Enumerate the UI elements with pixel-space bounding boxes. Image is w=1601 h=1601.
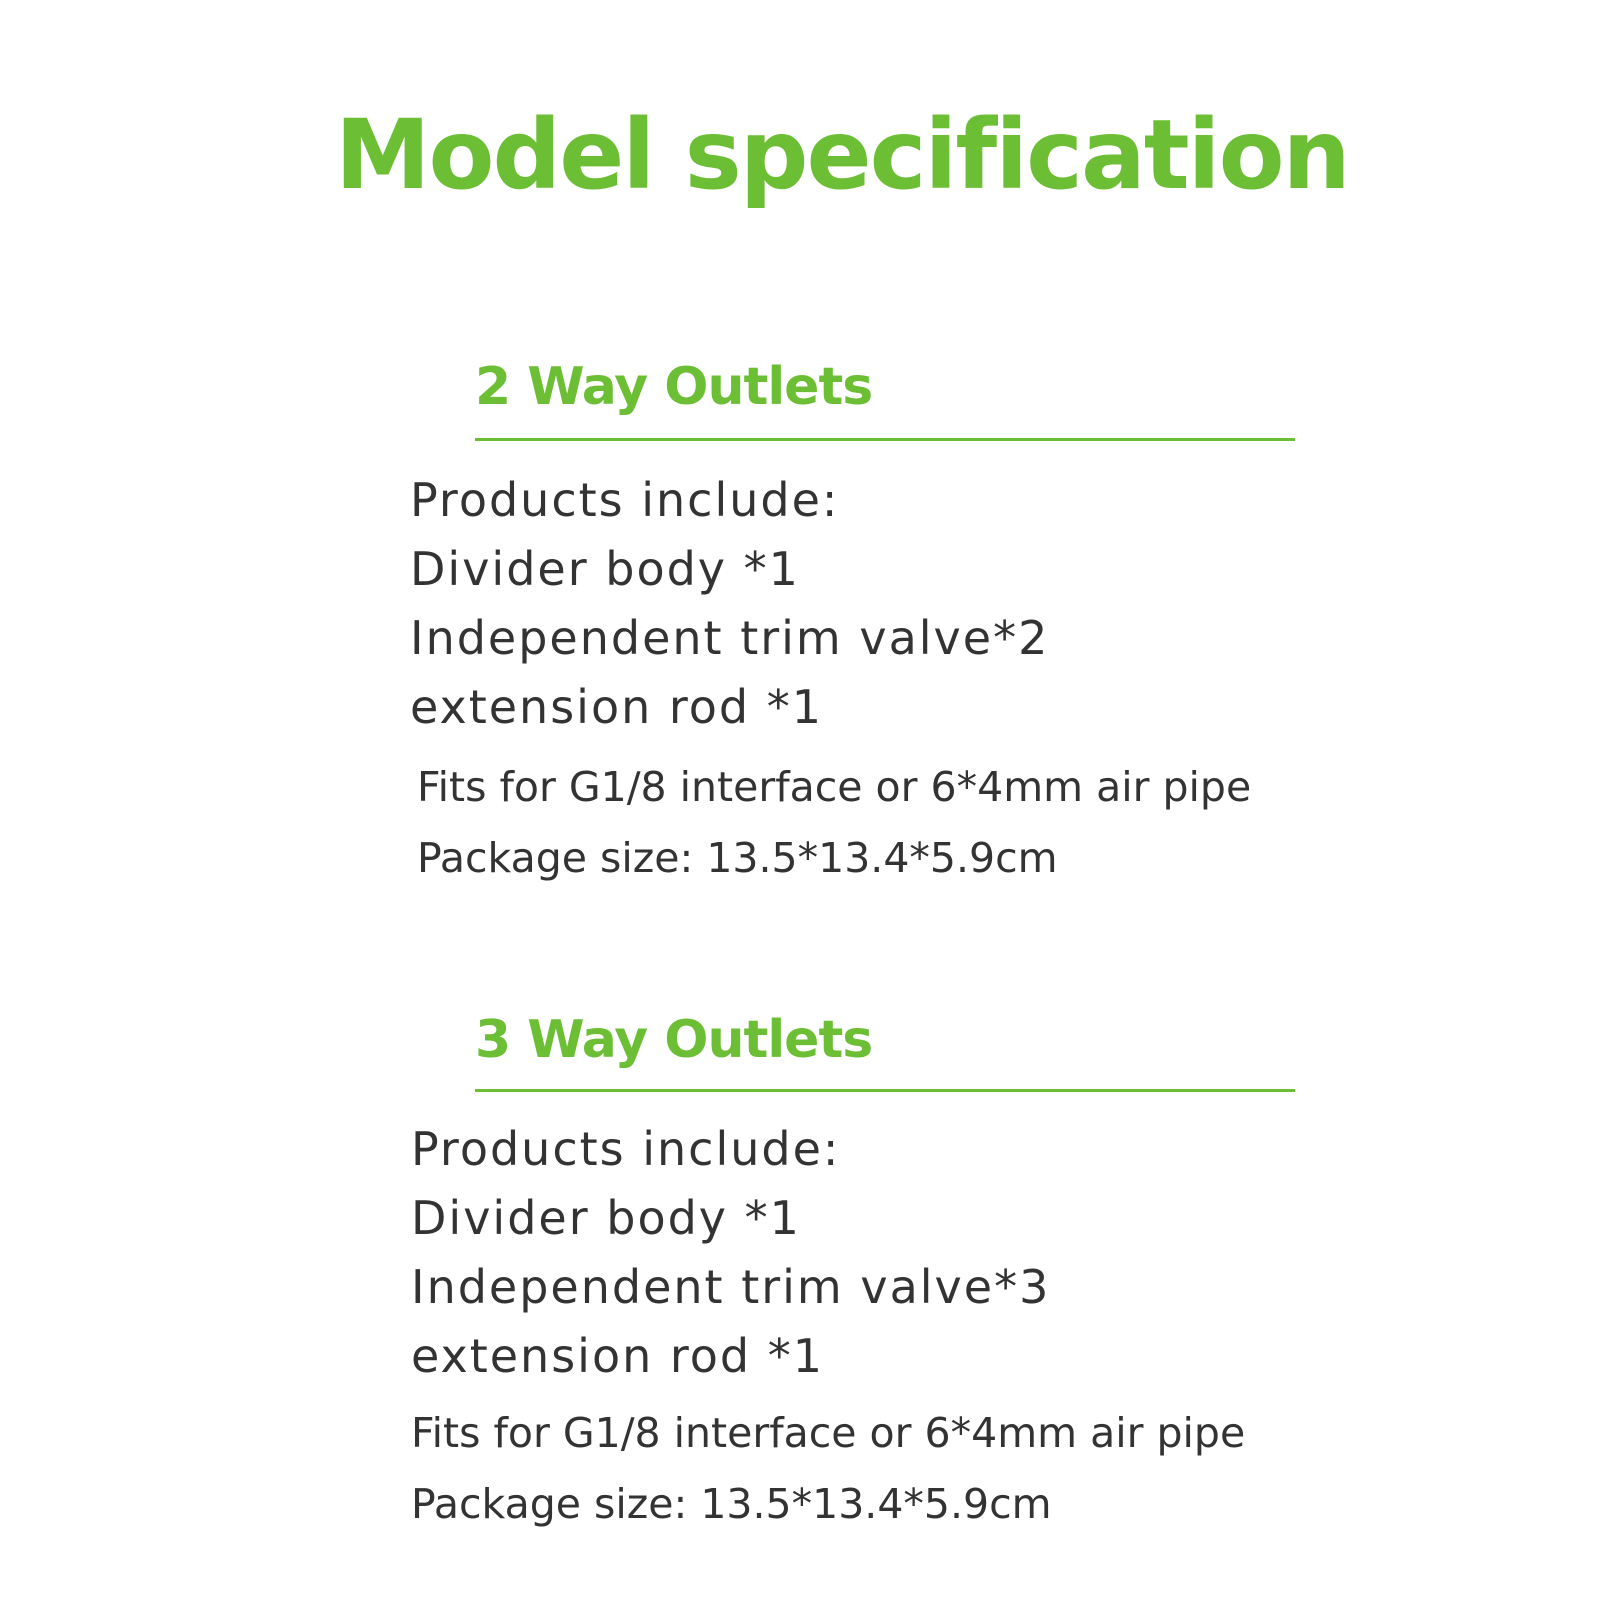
list-item: Divider body *1 (410, 542, 800, 596)
list-item: Divider body *1 (411, 1191, 801, 1245)
list-item: Independent trim valve*3 (411, 1260, 1051, 1314)
package-size: Package size: 13.5*13.4*5.9cm (411, 1480, 1052, 1528)
section-divider (475, 1089, 1295, 1092)
list-item: Independent trim valve*2 (410, 611, 1050, 665)
products-list: Products include: Divider body *1 Indepe… (410, 466, 1049, 742)
list-item: extension rod *1 (411, 1329, 825, 1383)
section-heading: 3 Way Outlets (475, 1010, 873, 1070)
list-item: Products include: (411, 1122, 841, 1176)
section-heading: 2 Way Outlets (475, 357, 873, 417)
section-divider (475, 438, 1295, 441)
fits-spec: Fits for G1/8 interface or 6*4mm air pip… (411, 1409, 1246, 1457)
fits-spec: Fits for G1/8 interface or 6*4mm air pip… (417, 763, 1252, 811)
products-list: Products include: Divider body *1 Indepe… (411, 1115, 1050, 1391)
specs-list: Fits for G1/8 interface or 6*4mm air pip… (411, 1398, 1245, 1540)
specs-list: Fits for G1/8 interface or 6*4mm air pip… (417, 752, 1251, 894)
list-item: Products include: (410, 473, 840, 527)
page-title: Model specification (335, 99, 1351, 211)
package-size: Package size: 13.5*13.4*5.9cm (417, 834, 1058, 882)
list-item: extension rod *1 (410, 680, 824, 734)
